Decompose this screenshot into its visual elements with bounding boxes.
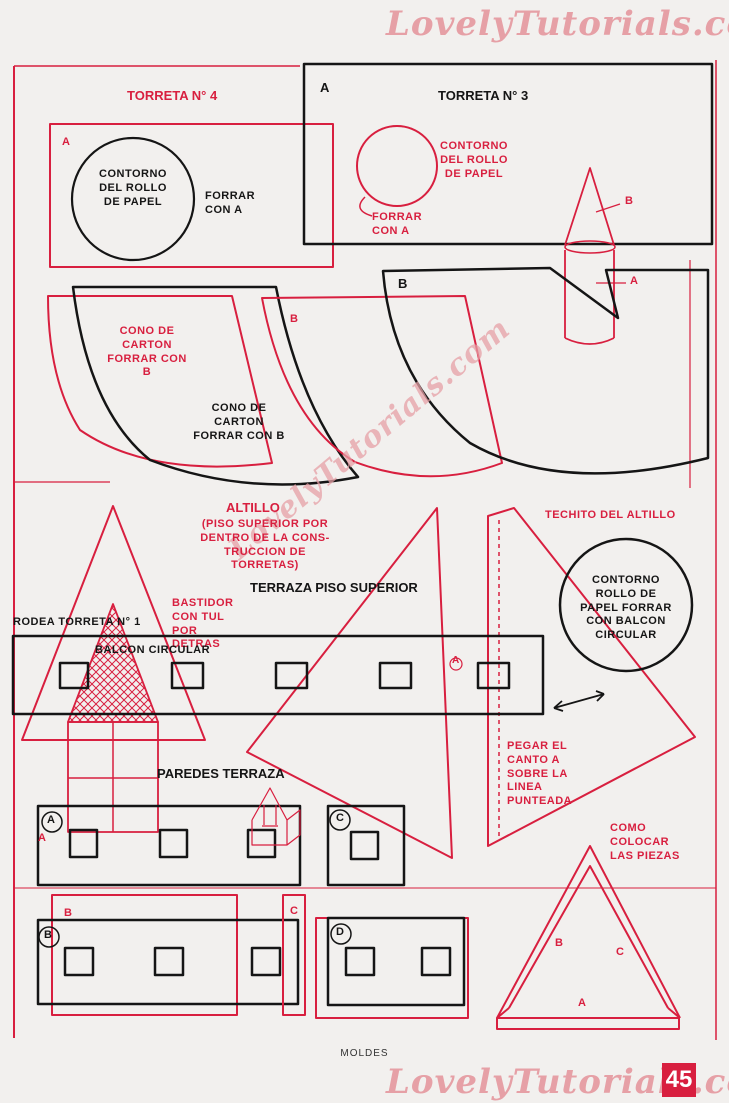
pared-mark-c: C bbox=[336, 812, 345, 824]
pared-a-win-1 bbox=[68, 828, 99, 859]
footer-label: MOLDES bbox=[340, 1048, 389, 1059]
altillo-window-mullions bbox=[68, 722, 158, 832]
balcon-window-2 bbox=[170, 661, 205, 690]
pared-d-rect bbox=[326, 916, 466, 1007]
balcon-window-4 bbox=[378, 661, 413, 690]
terraza-label: TERRAZA PISO SUPERIOR bbox=[250, 580, 418, 595]
pared-b-red-rect bbox=[51, 894, 238, 1016]
pared-b-win-2 bbox=[153, 946, 185, 977]
pared-b-win-3 bbox=[250, 946, 282, 977]
torreta4-circle bbox=[70, 136, 196, 262]
tower-mark-a: A bbox=[630, 275, 639, 287]
como-base bbox=[496, 1017, 680, 1030]
torreta3-title: TORRETA N° 3 bbox=[438, 88, 529, 103]
cone-red-2 bbox=[261, 295, 503, 478]
pared-mark-d: D bbox=[336, 926, 345, 938]
tower-cone-base bbox=[564, 240, 616, 254]
torreta3-arrow bbox=[359, 196, 373, 217]
pared-d-win-1 bbox=[344, 946, 376, 977]
cone-mark-b-black: B bbox=[398, 276, 408, 291]
torreta4-circle-label: CONTORNO DEL ROLLO DE PAPEL bbox=[99, 168, 167, 208]
techito-triangle bbox=[487, 507, 696, 847]
balcon-circle-mark: a bbox=[452, 655, 460, 666]
tower-cylinder-base bbox=[564, 337, 615, 345]
cone-red-label: CONO DE CARTON FORRAR CON B bbox=[107, 325, 187, 379]
pared-red-mark-b: B bbox=[64, 907, 73, 919]
altillo-subtitle: (PISO SUPERIOR POR DENTRO DE LA CONS- TR… bbox=[200, 518, 330, 572]
como-triangle-ends bbox=[496, 1007, 681, 1019]
balcon-mark-a bbox=[449, 657, 463, 671]
pared-b-win-1 bbox=[63, 946, 95, 977]
cone-black-1 bbox=[71, 285, 360, 486]
pared-b-circle bbox=[38, 926, 60, 948]
altillo-title: ALTILLO bbox=[226, 500, 280, 515]
balcon-window-5 bbox=[476, 661, 511, 690]
como-triangle-inner bbox=[508, 865, 669, 1009]
balcon-window-1 bbox=[58, 661, 90, 690]
pared-d-win-2 bbox=[420, 946, 452, 977]
tower-mark-b: B bbox=[625, 195, 634, 207]
pared-a-rect bbox=[36, 804, 302, 887]
tower-cone bbox=[564, 167, 615, 246]
pared-c-circle bbox=[329, 809, 351, 831]
pared-red-mark-a: A bbox=[38, 832, 47, 844]
tower-cylinder bbox=[564, 250, 615, 338]
como-mark-a: A bbox=[578, 997, 587, 1009]
balcon-contour-label: CONTORNO ROLLO DE PAPEL FORRAR CON BALCO… bbox=[580, 574, 672, 641]
pegar-label: PEGAR EL CANTO a SOBRE LA LINEA PUNTEADA bbox=[507, 740, 573, 807]
cone-black-2 bbox=[381, 266, 710, 475]
torreta4-note: FORRAR CON A bbox=[205, 190, 256, 216]
como-mark-c: C bbox=[616, 946, 625, 958]
torreta4-title: TORRETA N° 4 bbox=[127, 88, 218, 103]
pared-a-circle bbox=[41, 811, 63, 833]
pared-c-red-rect bbox=[282, 894, 306, 1016]
pared-a-win-3 bbox=[246, 828, 277, 859]
torreta4-rect bbox=[49, 123, 334, 268]
paredes-title: PAREDES TERRAZA bbox=[157, 766, 285, 781]
cone-black-label: CONO DE CARTON FORRAR CON B bbox=[193, 402, 285, 442]
pared-a-win-2 bbox=[158, 828, 189, 859]
house-sketch bbox=[251, 787, 301, 846]
pared-d-circle bbox=[330, 923, 352, 945]
techito-label: TECHITO DEL ALTILLO bbox=[545, 509, 676, 521]
torreta3-rect bbox=[302, 62, 714, 246]
balcon-contour-circle bbox=[558, 537, 694, 673]
pared-c-top-win bbox=[349, 830, 380, 861]
torreta3-circle-label: CONTORNO DEL ROLLO DE PAPEL bbox=[440, 140, 508, 180]
balcon-label: BALCON CIRCULAR bbox=[95, 644, 211, 656]
bastidor-label: BASTIDOR CON TUL POR DETRAS bbox=[172, 597, 234, 651]
como-label: COMO COLOCAR LAS PIEZAS bbox=[610, 822, 680, 862]
como-triangle-outer bbox=[496, 845, 681, 1019]
cone-red-1 bbox=[47, 295, 273, 468]
pared-mark-a: A bbox=[47, 814, 56, 826]
torreta3-mark-a: A bbox=[320, 80, 330, 95]
pared-red-mark-c: C bbox=[290, 905, 299, 917]
torreta4-mark-a: A bbox=[62, 136, 71, 148]
watermark-top: LovelyTutorials.com bbox=[386, 4, 729, 44]
balcon-double-arrow bbox=[553, 693, 605, 709]
torreta3-note: FORRAR CON A bbox=[372, 211, 423, 237]
pared-mark-b: B bbox=[44, 929, 53, 941]
tower-leader-b bbox=[595, 203, 621, 213]
pared-c-top-rect bbox=[326, 804, 406, 887]
torreta3-circle bbox=[356, 125, 438, 207]
balcon-strip bbox=[11, 634, 545, 716]
pared-b-rect bbox=[36, 918, 300, 1006]
como-mark-b: B bbox=[555, 937, 564, 949]
cone-mark-b-red: B bbox=[290, 313, 299, 325]
rodea-label: RODEA TORRETA N° 1 bbox=[13, 616, 141, 628]
page-number: 45 bbox=[662, 1063, 696, 1097]
balcon-window-3 bbox=[274, 661, 309, 690]
